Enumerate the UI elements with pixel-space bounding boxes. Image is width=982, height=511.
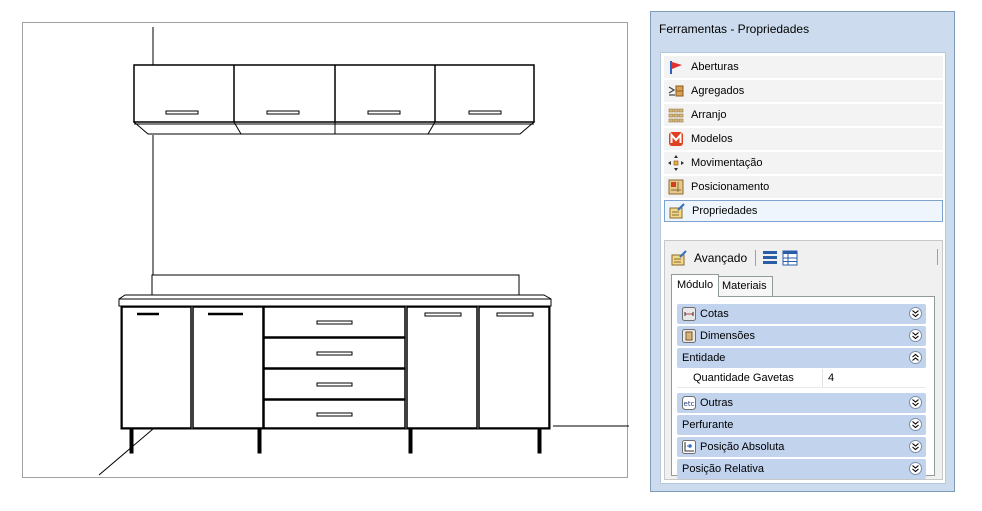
flag-icon (668, 59, 684, 75)
tools-list: Aberturas Agregados Arran (660, 52, 946, 484)
property-divider (822, 369, 823, 388)
etc-icon: etc (682, 396, 696, 410)
tool-item-modelos[interactable]: Modelos (664, 128, 943, 150)
tab-modulo[interactable]: Módulo (671, 274, 720, 297)
group-posicao-relativa[interactable]: Posição Relativa (677, 459, 926, 479)
aggregate-icon (668, 83, 684, 99)
tool-label: Arranjo (691, 109, 727, 121)
toolbar-separator (937, 249, 938, 265)
group-perfurante[interactable]: Perfurante (677, 415, 926, 435)
3d-viewport[interactable] (22, 22, 629, 478)
property-name: Quantidade Gavetas (693, 372, 794, 384)
tool-label: Aberturas (691, 61, 739, 73)
property-value[interactable]: 4 (828, 372, 835, 384)
grid-icon (668, 107, 684, 123)
toolbar-separator (755, 250, 757, 266)
tool-item-propriedades[interactable]: Propriedades (664, 200, 943, 222)
coordinates-icon (682, 440, 696, 454)
chevron-down-icon[interactable] (909, 396, 922, 409)
properties-icon (669, 203, 685, 219)
dimension-icon (682, 307, 696, 321)
svg-text:etc: etc (684, 400, 695, 408)
tool-label: Movimentação (691, 157, 763, 169)
move-icon (668, 155, 684, 171)
chevron-down-icon[interactable] (909, 440, 922, 453)
tool-item-arranjo[interactable]: Arranjo (664, 104, 943, 126)
group-label: Cotas (700, 308, 729, 320)
tool-item-movimentacao[interactable]: Movimentação (664, 152, 943, 174)
tool-label: Propriedades (692, 205, 758, 217)
tool-item-posicionamento[interactable]: Posicionamento (664, 176, 943, 198)
size-icon (682, 329, 696, 343)
tab-materiais[interactable]: Materiais (716, 276, 773, 296)
properties-icon (671, 250, 687, 266)
properties-panel: Avançado Mód (664, 240, 943, 480)
group-outras[interactable]: etc Outras (677, 393, 926, 413)
chevron-down-icon[interactable] (909, 462, 922, 475)
property-grid: Cotas Dimensões (671, 296, 935, 479)
tool-item-agregados[interactable]: Agregados (664, 80, 943, 102)
group-label: Perfurante (682, 419, 734, 431)
tool-item-aberturas[interactable]: Aberturas (664, 56, 943, 78)
table-view-icon[interactable] (782, 250, 798, 266)
property-row-quantidade-gavetas[interactable]: Quantidade Gavetas 4 (677, 369, 926, 388)
window-title: Ferramentas - Propriedades (659, 22, 810, 36)
row-divider (677, 387, 926, 388)
group-dimensoes[interactable]: Dimensões (677, 326, 926, 346)
group-label: Posição Relativa (682, 463, 764, 475)
tool-label: Agregados (691, 85, 745, 97)
group-label: Dimensões (700, 330, 756, 342)
chevron-down-icon[interactable] (909, 307, 922, 320)
tool-label: Modelos (691, 133, 733, 145)
chevron-down-icon[interactable] (909, 418, 922, 431)
group-label: Outras (700, 397, 734, 409)
tool-label: Posicionamento (691, 181, 770, 193)
properties-toolbar: Avançado (671, 249, 802, 267)
group-label: Posição Absoluta (700, 441, 785, 453)
position-icon (668, 179, 684, 195)
categorized-view-icon[interactable] (762, 250, 778, 266)
group-posicao-absoluta[interactable]: Posição Absoluta (677, 437, 926, 457)
group-entidade[interactable]: Entidade (677, 348, 926, 368)
kitchen-cabinet-drawing (98, 27, 629, 476)
group-label: Entidade (682, 352, 726, 364)
chevron-down-icon[interactable] (909, 329, 922, 342)
chevron-up-icon[interactable] (909, 351, 922, 364)
tools-properties-window: Ferramentas - Propriedades Aberturas (650, 11, 955, 492)
group-cotas[interactable]: Cotas (677, 304, 926, 324)
m-logo-icon (668, 131, 684, 147)
advanced-button[interactable]: Avançado (694, 251, 748, 265)
